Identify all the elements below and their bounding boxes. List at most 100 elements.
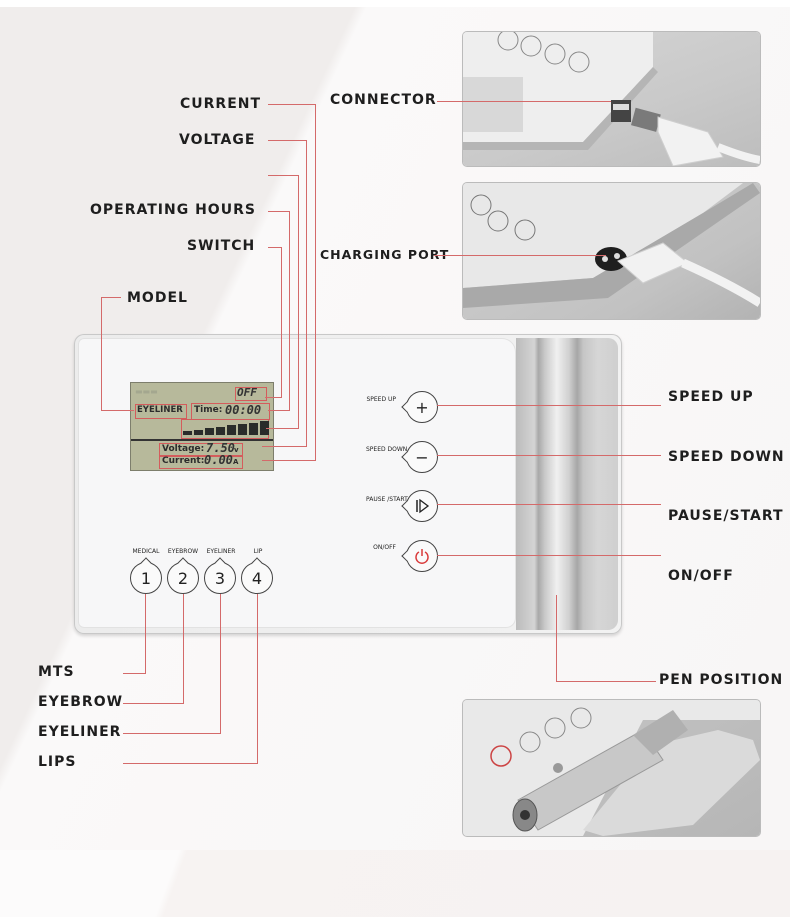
label-speed-up: SPEED UP — [668, 389, 754, 405]
speed-bar-segment — [205, 428, 214, 435]
callout-line-mts — [123, 673, 146, 674]
callout-line-switch — [265, 397, 282, 398]
power-icon — [415, 549, 429, 564]
lcd-current-unit: A — [233, 458, 239, 466]
label-eyebrow: EYEBROW — [38, 694, 124, 710]
switch-state-box — [235, 387, 267, 401]
lcd-time-label: Time: — [194, 405, 223, 415]
callout-line-switch — [281, 247, 282, 397]
mode-button-number: 1 — [140, 568, 152, 588]
callout-line-pen-position — [556, 681, 656, 682]
on-off-caption: ON/OFF — [373, 544, 396, 551]
lcd-current-value: 0.00 — [204, 453, 233, 467]
pause-start-caption: PAUSE /START — [366, 496, 408, 503]
pause-start-button[interactable] — [406, 490, 438, 522]
callout-line-eyebrow — [123, 703, 184, 704]
callout-line-on-off — [437, 555, 661, 556]
mode-button-number: 4 — [251, 568, 263, 588]
callout-line-operating-hours — [289, 211, 290, 410]
label-operating-hours: OPERATING HOURS — [90, 202, 256, 218]
label-connector: CONNECTOR — [330, 92, 437, 108]
speed-up-button[interactable]: + — [406, 391, 438, 423]
mode-caption-3: EYELINER — [206, 548, 236, 555]
lcd-switch-state: OFF — [237, 386, 257, 399]
callout-line-operating-hours — [268, 410, 290, 411]
speed-up-caption: SPEED UP — [366, 396, 396, 403]
speed-down-caption: SPEED DOWN — [366, 446, 408, 453]
speed-down-button[interactable]: − — [406, 441, 438, 473]
callout-line-eyeliner — [220, 594, 221, 733]
mode-button-eyeliner[interactable]: 3 — [204, 562, 236, 594]
mode-button-number: 3 — [214, 568, 226, 588]
lcd-faint-segment: ▬▬▬ — [135, 387, 158, 396]
callout-line-lips — [123, 763, 258, 764]
mode-button-medical[interactable]: 1 — [130, 562, 162, 594]
mode-caption-2: EYEBROW — [167, 548, 199, 555]
mode-box — [135, 404, 187, 419]
callout-line-current — [268, 104, 315, 105]
label-current: CURRENT — [180, 96, 262, 112]
speed-bar-segment — [216, 426, 225, 435]
lcd-voltage-value: 7.50 — [206, 441, 235, 455]
callout-line-charging-port — [434, 255, 606, 256]
lcd-display: ▬▬▬ OFF EYELINER Time: 00:00 Voltage: 7.… — [130, 382, 274, 471]
callout-line-lips — [257, 594, 258, 763]
callout-line-current — [262, 460, 316, 461]
speed-bar-segment — [227, 425, 236, 435]
callout-line-speed-bars — [266, 428, 299, 429]
speed-level-bars — [183, 421, 269, 435]
play-pause-icon — [416, 498, 430, 514]
charging-port-photo — [463, 183, 760, 319]
mode-button-number: 2 — [177, 568, 189, 588]
pen-position-photo — [463, 700, 760, 836]
mode-caption-4: LIP — [253, 548, 263, 555]
callout-line-eyebrow — [183, 594, 184, 703]
callout-line-speed-bars — [298, 175, 299, 428]
bottom-strip — [0, 850, 790, 917]
charging-port-illustration — [463, 183, 760, 308]
callout-line-speed-bars — [268, 175, 298, 176]
mode-caption-1: MEDICAL — [132, 548, 160, 555]
minus-icon: − — [415, 447, 429, 467]
tattoo-pen-illustration — [463, 700, 760, 836]
callout-line-model — [101, 297, 102, 410]
callout-line-model — [101, 410, 134, 411]
lcd-voltage-label: Voltage: — [162, 444, 205, 454]
label-speed-down: SPEED DOWN — [668, 449, 785, 465]
speed-bar-segment — [238, 424, 247, 435]
power-button[interactable] — [406, 540, 438, 572]
callout-line-voltage — [268, 140, 306, 141]
plus-icon: + — [415, 397, 429, 417]
label-lips: LIPS — [38, 754, 77, 770]
callout-line-switch — [268, 247, 281, 248]
label-pause-start: PAUSE/START — [668, 508, 784, 524]
label-mts: MTS — [38, 664, 75, 680]
usb-connector-illustration — [463, 32, 760, 166]
speed-bar-segment — [249, 422, 258, 435]
callout-line-pause-start — [437, 504, 661, 505]
label-switch: SWITCH — [187, 238, 256, 254]
callout-line-speed-down — [437, 455, 661, 456]
lcd-time-value: 00:00 — [225, 403, 262, 417]
callout-line-connector — [437, 101, 611, 102]
mode-button-lip[interactable]: 4 — [241, 562, 273, 594]
label-pen-position: PEN POSITION — [659, 672, 784, 688]
lcd-current-label: Current: — [162, 456, 205, 466]
top-strip — [0, 0, 790, 7]
callout-line-current — [315, 104, 316, 460]
label-charging-port: CHARGING PORT — [320, 247, 450, 262]
lcd-divider — [131, 439, 273, 441]
pen-rest-rail — [516, 338, 618, 630]
callout-line-voltage — [262, 446, 307, 447]
label-model: MODEL — [127, 290, 188, 306]
connector-photo — [463, 32, 760, 166]
speed-bar-segment — [260, 421, 269, 435]
mode-button-eyebrow[interactable]: 2 — [167, 562, 199, 594]
callout-line-voltage — [306, 140, 307, 446]
callout-line-speed-up — [437, 405, 661, 406]
lcd-voltage-unit: v — [234, 446, 239, 454]
callout-line-model — [101, 297, 121, 298]
lcd-mode: EYELINER — [137, 405, 183, 415]
speed-bar-segment — [183, 431, 192, 435]
label-eyeliner: EYELINER — [38, 724, 122, 740]
